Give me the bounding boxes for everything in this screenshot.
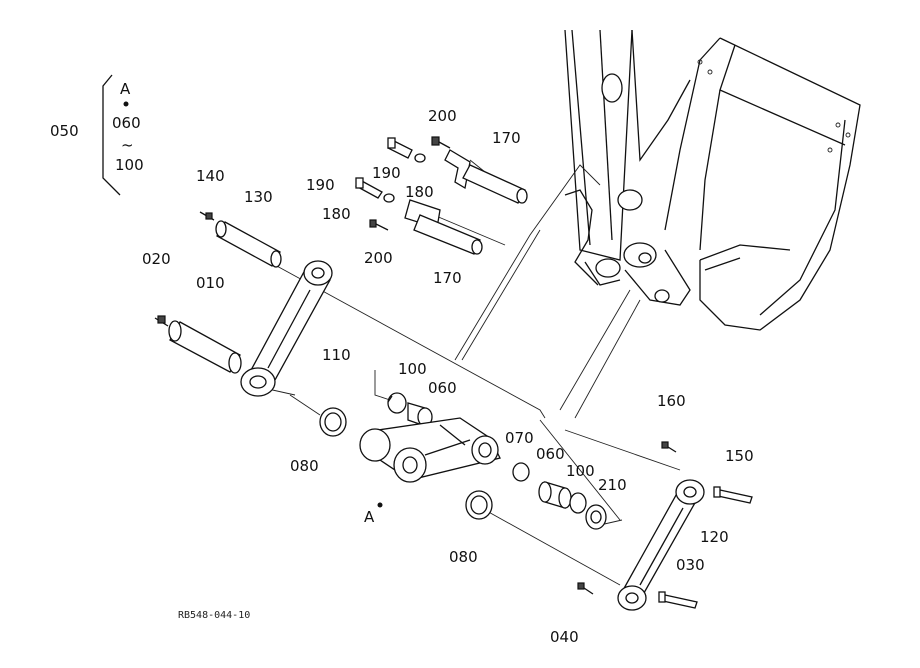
arm-assembly (564, 29, 691, 286)
bolt-190-upper (387, 137, 426, 163)
pin-130 (199, 211, 282, 268)
washer-070 (512, 462, 530, 482)
callout-180-lower: 180 (322, 205, 351, 223)
callout-170-lower: 170 (433, 269, 462, 287)
callout-080-lower: 080 (449, 548, 478, 566)
callout-210: 210 (598, 476, 627, 494)
nipple-160 (661, 441, 677, 453)
a-marker-dot (377, 502, 383, 508)
bolt-200-lower (369, 219, 389, 231)
washer-210 (585, 504, 607, 530)
callout-200-lower: 200 (364, 249, 393, 267)
callout-140: 140 (196, 167, 225, 185)
callout-060-upper: 060 (428, 379, 457, 397)
arm-linkage-lugs (595, 242, 691, 306)
callout-030: 030 (676, 556, 705, 574)
range-bracket (102, 74, 121, 196)
callout-range-a: A (120, 80, 131, 98)
assembly-guide-lines (249, 159, 681, 586)
callout-100-upper: 100 (398, 360, 427, 378)
bushing-100-upper (387, 392, 407, 414)
callout-050: 050 (50, 122, 79, 140)
callout-range-end: 100 (115, 156, 144, 174)
callout-170-upper: 170 (492, 129, 521, 147)
callout-070: 070 (505, 429, 534, 447)
collar-060-lower (538, 481, 572, 509)
callout-a-marker: A (364, 508, 375, 526)
callout-080-upper: 080 (290, 457, 319, 475)
bucket (664, 37, 861, 331)
pin-170-upper (462, 164, 528, 204)
pin-010 (154, 315, 242, 374)
bolt-030 (658, 591, 698, 609)
bushing-100-lower (569, 492, 587, 514)
callout-040: 040 (550, 628, 579, 646)
collar-060-upper (407, 402, 433, 427)
bolt-190-lower (355, 177, 395, 203)
range-dot (123, 101, 129, 107)
callout-010: 010 (196, 274, 225, 292)
bushing-080-upper (319, 407, 347, 437)
pin-170-lower (413, 214, 483, 255)
bolt-150 (713, 486, 753, 504)
callout-130: 130 (244, 188, 273, 206)
callout-range-tilde: ~ (121, 136, 134, 154)
bolt-200-upper (431, 136, 451, 149)
callout-190-lower: 190 (306, 176, 335, 194)
callout-160: 160 (657, 392, 686, 410)
callout-180-upper: 180 (405, 183, 434, 201)
callout-190-upper: 190 (372, 164, 401, 182)
callout-020: 020 (142, 250, 171, 268)
callout-100-lower: 100 (566, 462, 595, 480)
nipple-040 (577, 582, 594, 595)
callout-060-lower: 060 (536, 445, 565, 463)
plate-180-upper (444, 149, 471, 190)
callout-110: 110 (322, 346, 351, 364)
callout-120: 120 (700, 528, 729, 546)
link-110 (240, 260, 333, 397)
link-120 (617, 479, 705, 611)
arm-link-center (359, 417, 501, 483)
callout-range-start: 060 (112, 114, 141, 132)
drawing-code: RB548-044-10 (178, 610, 250, 621)
bushing-080-lower (465, 490, 493, 520)
callout-150: 150 (725, 447, 754, 465)
callout-200-upper: 200 (428, 107, 457, 125)
